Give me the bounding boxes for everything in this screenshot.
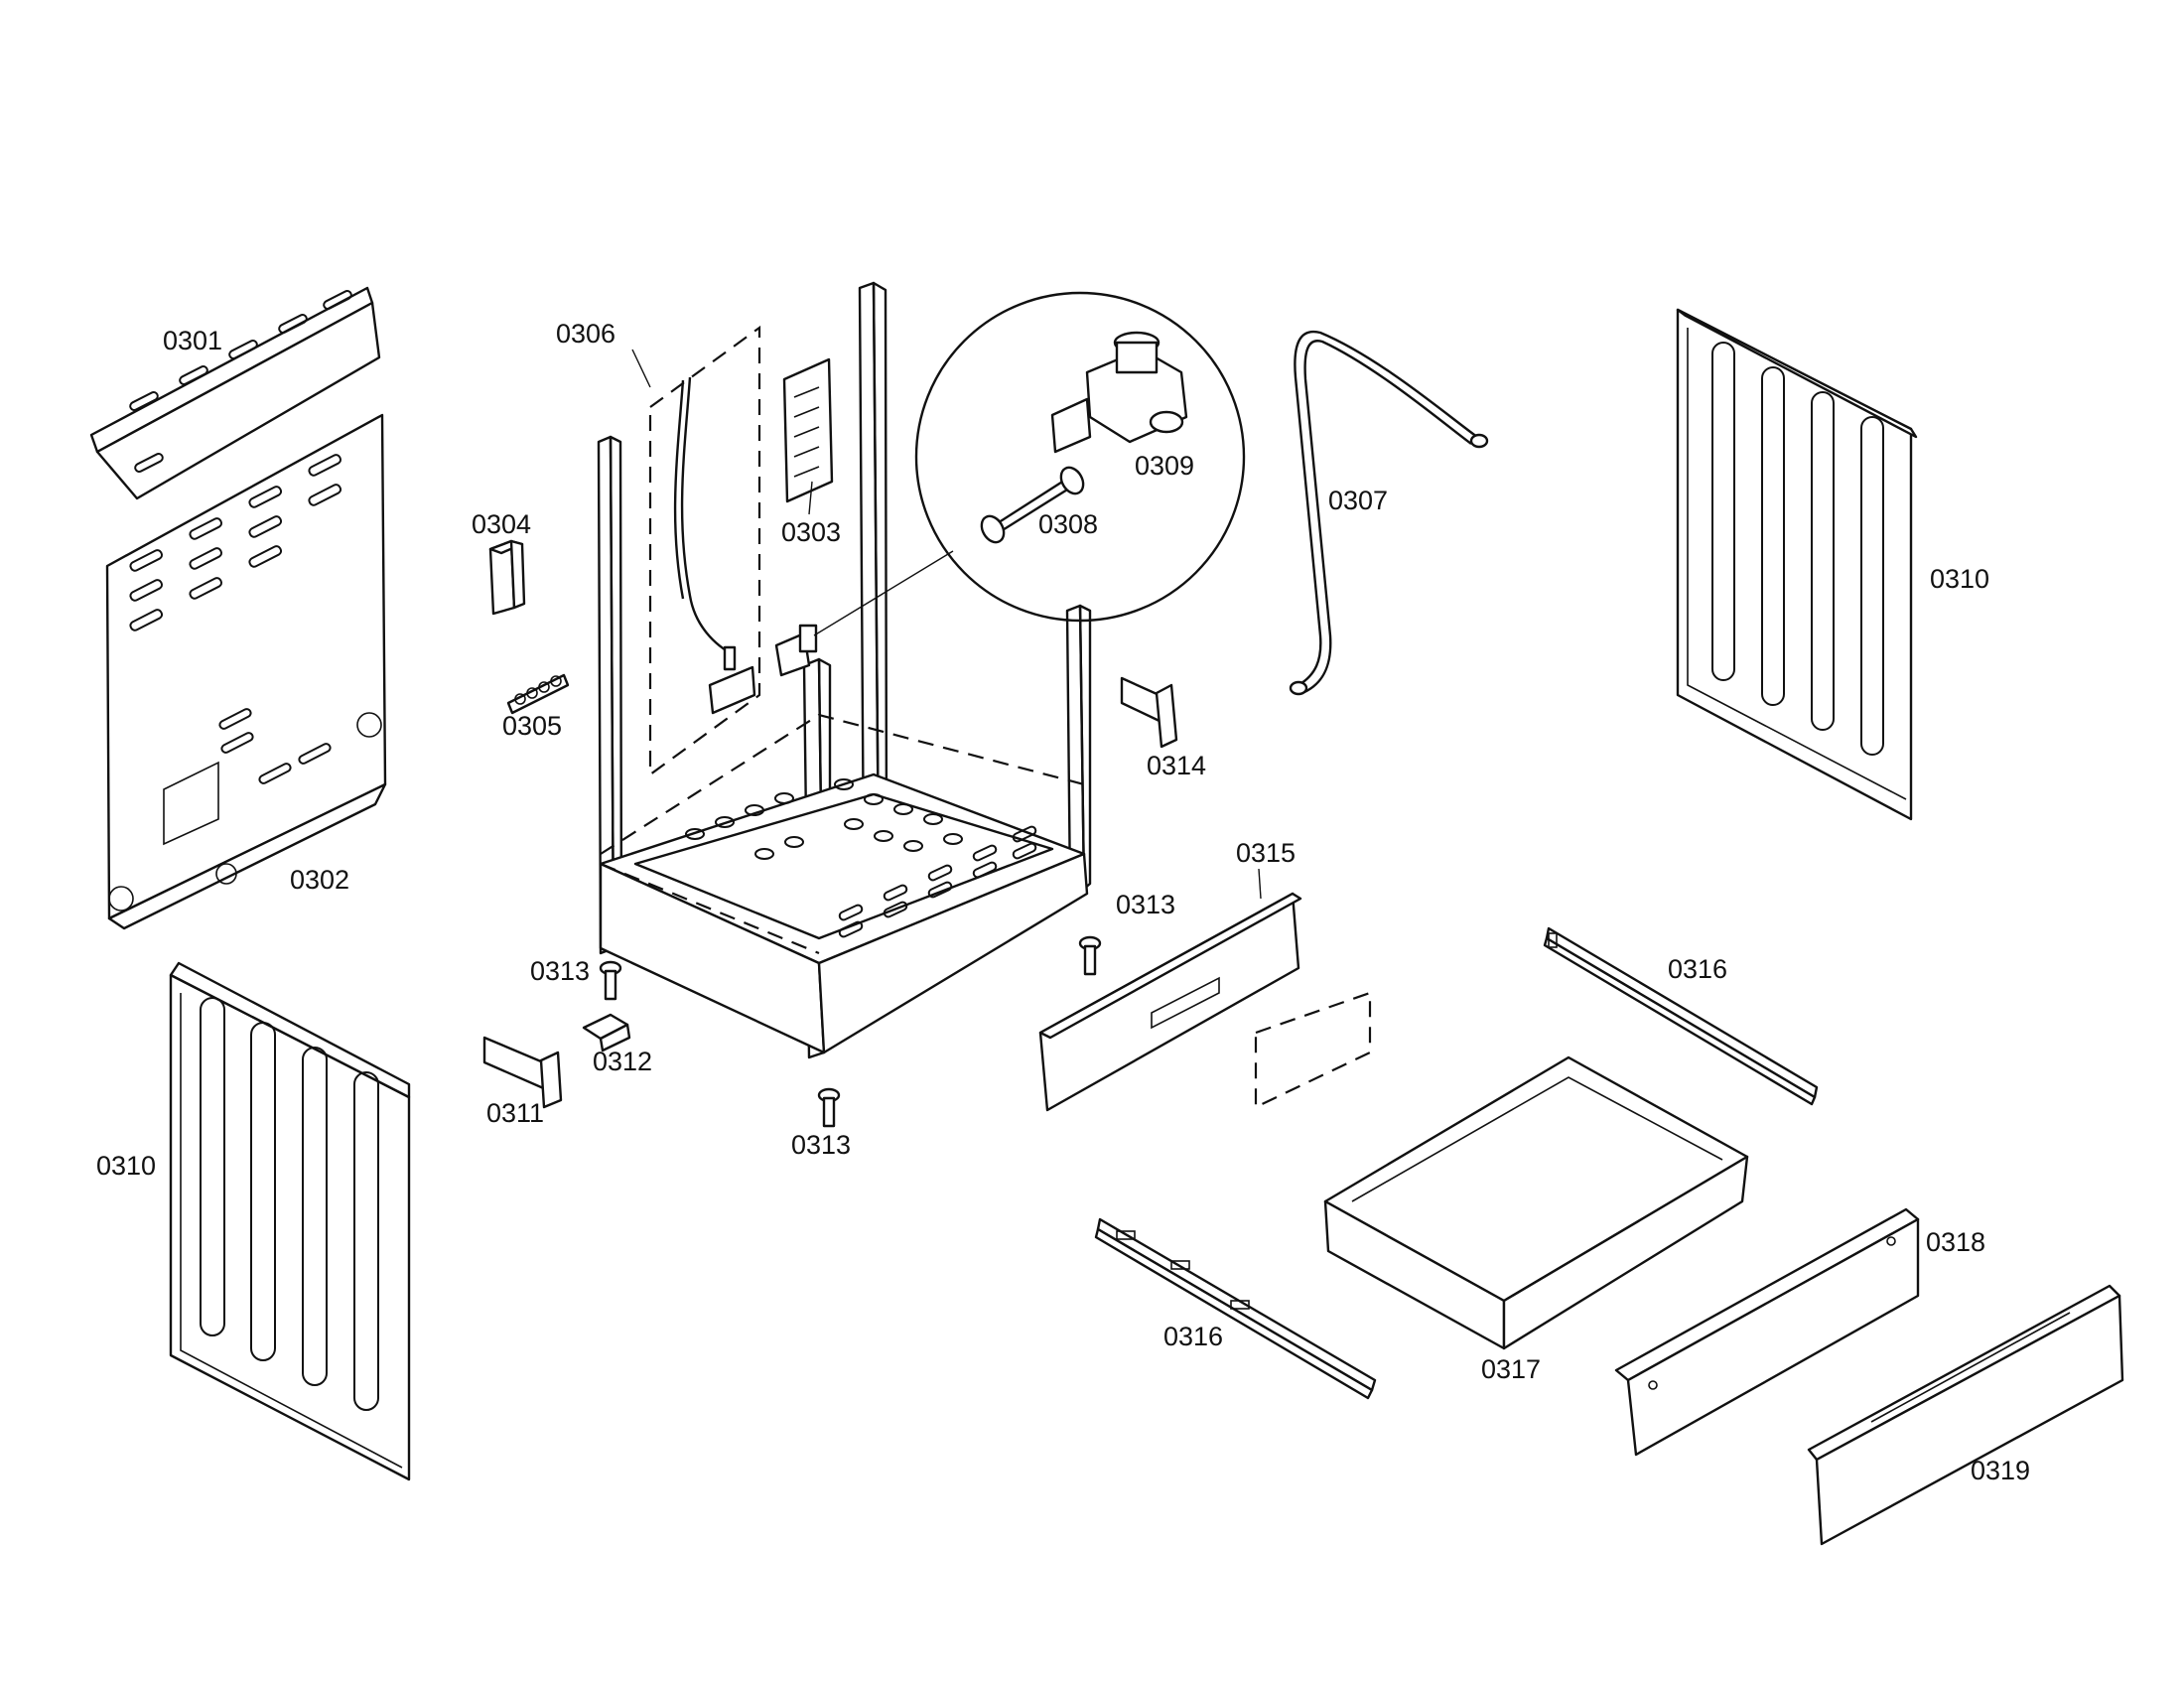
- callout-0313-left: 0313: [530, 956, 590, 986]
- part-0313-screw-bottom: [817, 1087, 841, 1128]
- part-0310-left-side-panel: [169, 961, 411, 1481]
- callout-0303: 0303: [781, 517, 841, 547]
- callout-0302: 0302: [290, 865, 349, 895]
- part-0304: [488, 539, 526, 616]
- part-0306-gas-line: [648, 325, 761, 777]
- part-0301-vent-trim: [89, 286, 381, 500]
- callout-0305: 0305: [502, 711, 562, 741]
- callout-0316-right: 0316: [1668, 954, 1727, 984]
- callout-0315: 0315: [1236, 838, 1296, 868]
- part-0311-bracket: [482, 1036, 563, 1109]
- part-0317-drawer: [1323, 1055, 1749, 1350]
- callout-0311: 0311: [486, 1098, 544, 1128]
- part-0305-terminal-block: [506, 673, 570, 715]
- part-0313-screw-right: [1078, 935, 1102, 976]
- callout-0313-right: 0313: [1116, 890, 1175, 919]
- callout-0309: 0309: [1135, 451, 1194, 481]
- part-detail-circle: [914, 291, 1246, 623]
- part-0318-drawer-front-inner: [1614, 1207, 1920, 1457]
- part-0314-bracket: [1120, 676, 1178, 749]
- part-0310-right-side-panel: [1676, 308, 1918, 821]
- part-0302-rear-panel: [105, 413, 387, 930]
- part-valve-on-frame: [774, 550, 954, 677]
- callout-0301: 0301: [163, 326, 222, 355]
- part-0313-screw-left: [599, 960, 622, 1001]
- callout-0317: 0317: [1481, 1354, 1541, 1384]
- callout-0307: 0307: [1328, 486, 1388, 515]
- part-0319-drawer-front-outer: [1807, 1284, 2124, 1546]
- part-main-chassis-frame: [597, 281, 1092, 1059]
- callout-0313-bottom: 0313: [791, 1130, 851, 1160]
- callout-0316-left: 0316: [1163, 1322, 1223, 1351]
- callout-0314: 0314: [1147, 751, 1206, 780]
- part-0307-tube: [1289, 330, 1489, 696]
- callout-0306: 0306: [556, 319, 615, 349]
- part-0316-right-slide: [1543, 926, 1819, 1106]
- part-0303-circuit-board: [782, 357, 834, 503]
- callout-0310-right: 0310: [1930, 564, 1989, 594]
- part-0316-left-slide: [1094, 1217, 1377, 1400]
- callout-0308: 0308: [1038, 509, 1098, 539]
- part-0312-clip: [582, 1013, 631, 1052]
- callout-0319: 0319: [1971, 1456, 2030, 1485]
- callout-0304: 0304: [472, 509, 531, 539]
- callout-0318: 0318: [1926, 1227, 1985, 1257]
- callout-0310-left: 0310: [96, 1151, 156, 1181]
- callout-0312: 0312: [593, 1047, 652, 1076]
- part-0315-front-panel: [1038, 892, 1372, 1112]
